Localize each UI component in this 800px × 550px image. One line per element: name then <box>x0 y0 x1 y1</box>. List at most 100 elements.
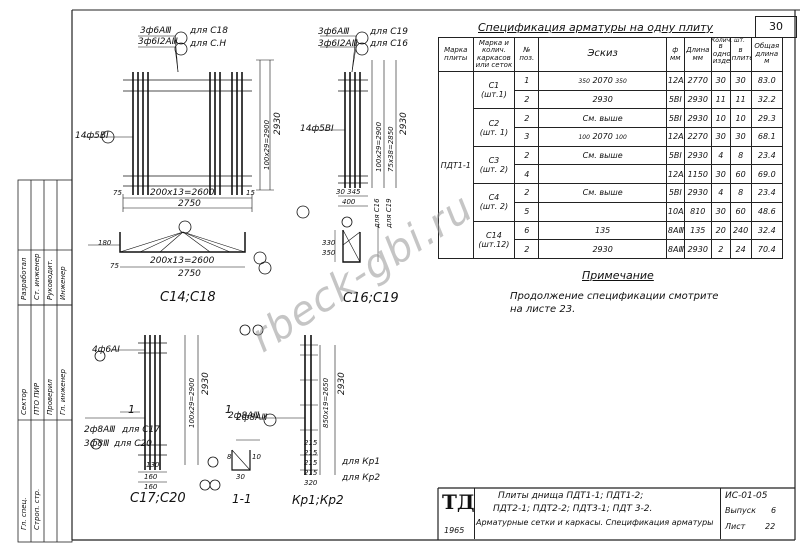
stamp-c2-1: ПТО ПИР <box>33 383 41 415</box>
mesh-c14-plan <box>85 31 274 212</box>
cell-n1: 30 <box>710 164 731 185</box>
cell-n1: 4 <box>710 145 731 166</box>
cell-len: 2930 <box>683 239 712 259</box>
callout-bl-3-to: для С20 <box>114 439 152 449</box>
cell-diam: 10АⅢ <box>665 201 685 222</box>
cell-n1: 2 <box>710 239 731 259</box>
group-qty: (шт. 2) <box>479 202 509 212</box>
stamp-c1-1: Ст. инженер <box>33 253 41 300</box>
doc-code: ИС-01-05 <box>725 491 768 501</box>
cell-len: 2930 <box>683 183 712 203</box>
cell-len: 2930 <box>683 108 712 129</box>
cell-diam: 12АⅢ <box>665 127 685 147</box>
callout-text: 3ф6АⅢ <box>140 26 172 36</box>
group-mark-text: С4 <box>488 193 500 203</box>
cell-len: 810 <box>683 201 712 222</box>
cell-sketch: См. выше <box>538 145 667 166</box>
plate-mark: ПДТ1-1 <box>438 71 474 259</box>
br-w4: 215 <box>304 469 318 477</box>
hdr-kol2: в плите <box>729 37 752 72</box>
cell-len: 1150 <box>683 164 712 185</box>
cell-n1: 30 <box>710 127 731 147</box>
cell-n2: 30 <box>729 127 752 147</box>
lab2-top-right: для С19 <box>385 198 393 228</box>
dim-v3-top-right: 2930 <box>399 112 409 135</box>
cell-total: 32.4 <box>750 220 784 241</box>
hdr-pos: № поз. <box>514 37 540 72</box>
cell-n1: 10 <box>710 108 731 129</box>
cell-total: 70.4 <box>750 239 784 259</box>
callout-bl-2-to: для С17 <box>122 425 160 435</box>
section-1-1 <box>231 324 264 471</box>
section-mark-1a: 1 <box>128 403 135 416</box>
frame-kr1-plan <box>258 335 336 475</box>
cell-len: 2270 <box>683 127 712 147</box>
cell-n2: 30 <box>729 71 752 91</box>
cell-n2: 240 <box>729 220 752 241</box>
cell-diam: 5ВⅠ <box>665 108 685 129</box>
group-mark: С2(шт. 1) <box>472 108 516 147</box>
group-mark-text: С2 <box>488 118 500 128</box>
sheet-value: 22 <box>765 522 776 531</box>
stamp-c2-3: Гл. инженер <box>59 369 67 415</box>
group-qty: (шт.1) <box>480 90 507 100</box>
dim-h-inner: 200х13=2600 <box>150 188 215 198</box>
cell-n1: 30 <box>710 201 731 222</box>
dim-15-right: 15 <box>246 189 255 197</box>
dim-v2-top-right: 75х38=2850 <box>387 126 395 172</box>
callout-bl-2: 2ф8АⅢ <box>84 425 116 435</box>
cell-n2: 10 <box>729 108 752 129</box>
issue-value: 6 <box>771 506 777 515</box>
hdr-sketch: Эскиз <box>538 37 667 72</box>
org-year: 1965 <box>444 526 465 535</box>
cell-sketch <box>538 201 667 222</box>
cell-sketch <box>538 164 667 185</box>
br-w1: 215 <box>304 439 318 447</box>
sketch-dim-right: 350 <box>615 78 627 86</box>
callout-top-left-1-to: для С18 <box>190 26 228 36</box>
hdr-diam: ф мм <box>665 37 685 72</box>
dim-v1-br: 850х19=2650 <box>322 377 330 428</box>
group-qty: (шт. 2) <box>479 164 509 174</box>
cell-sketch: 2930 <box>538 239 667 259</box>
cell-n2: 60 <box>729 201 752 222</box>
cell-total: 29.3 <box>750 108 784 129</box>
cell-diam: 5ВⅠ <box>665 145 685 166</box>
cell-pos: 2 <box>514 89 540 110</box>
br-lab2: для Кр2 <box>342 473 381 483</box>
cell-len: 2770 <box>683 71 712 91</box>
bent-h: 180 <box>98 239 112 247</box>
cell-total: 32.2 <box>750 89 784 110</box>
cell-n1: 20 <box>710 220 731 241</box>
note-line2: на листе 23. <box>510 304 576 315</box>
cell-len: 2930 <box>683 89 712 110</box>
dim-v2-top-left: 2930 <box>273 112 283 135</box>
spec-table: Марка плиты Марка и колич. каркасов или … <box>438 37 784 259</box>
bent-bar-c14 <box>88 220 272 275</box>
bent-dim-inner: 200х13=2600 <box>150 256 215 266</box>
stamp-c1-3: Инженер <box>59 266 67 300</box>
mesh-c17-plan <box>85 335 221 491</box>
tb-right-box: ИС-01-05 Выпуск 6 Лист 22 <box>720 488 787 539</box>
group-mark: С1(шт.1) <box>472 70 516 110</box>
cell-n1: 4 <box>710 183 731 203</box>
spec-title: Спецификация арматуры на одну плиту <box>478 21 714 34</box>
cell-sketch: См. выше <box>538 183 667 203</box>
group-mark: С4(шт. 2) <box>472 183 516 222</box>
callout-bl-3: 3ф8Ⅲ <box>84 439 110 449</box>
bent-75: 75 <box>110 262 119 270</box>
stamp-c2-0: Сектор <box>20 388 28 415</box>
table-row: С4(шт. 2) 2 См. выше 5ВⅠ 2930 4 8 23.4 <box>439 183 784 222</box>
cell-n2: 24 <box>729 239 752 259</box>
callout-top-right-2-to: для С16 <box>370 39 408 49</box>
cell-sketch: 2930 <box>538 89 667 110</box>
dim-h-outer: 2750 <box>178 199 201 209</box>
cell-pos: 2 <box>514 183 540 203</box>
callout-br: 2ф8АⅢ <box>236 413 268 423</box>
group-qty: (шт. 1) <box>479 127 509 137</box>
cell-diam: 8АⅢ <box>665 239 685 259</box>
sheet-label: Лист <box>725 522 746 531</box>
note-title: Примечание <box>582 269 654 282</box>
section11-call: 2ф8АⅢ <box>228 411 260 421</box>
tb-line2: ПДТ2-1; ПДТ2-2; ПДТ3-1; ПДТ 3-2. <box>493 504 653 514</box>
